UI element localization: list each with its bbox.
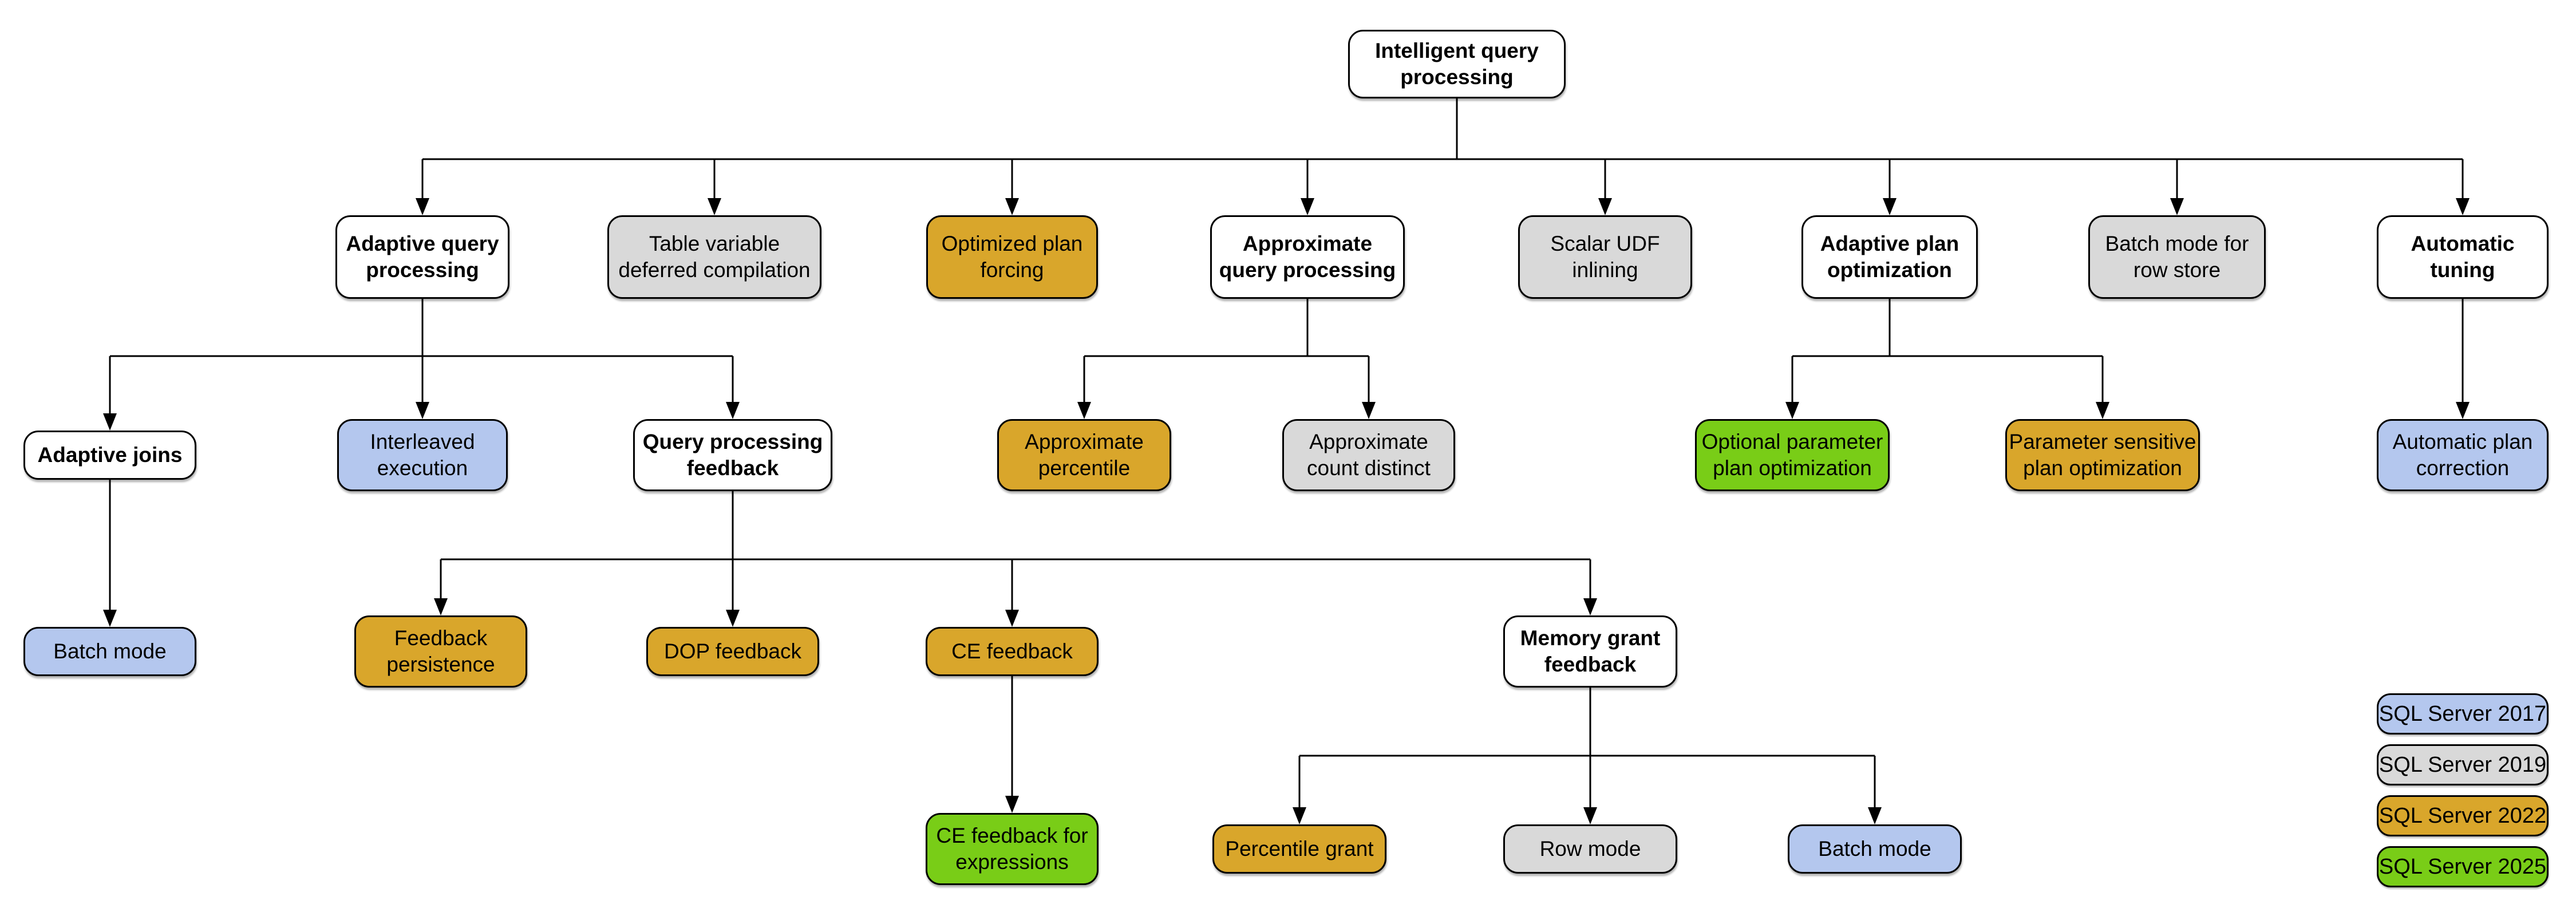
node-batch-mode-adaptive-joins: Batch mode — [23, 627, 196, 676]
connector — [1888, 159, 1891, 198]
connector — [1011, 559, 1013, 610]
connector — [1083, 356, 1085, 404]
node-adaptive-plan-optimization: Adaptive plan optimization — [1801, 215, 1978, 299]
node-scalar-udf-inlining: Scalar UDF inlining — [1518, 215, 1692, 299]
arrowhead — [103, 610, 117, 627]
node-ce-feedback-for-expressions: CE feedback for expressions — [926, 813, 1099, 885]
node-batch-mode-for-row-store: Batch mode for row store — [2088, 215, 2266, 299]
connector — [1589, 756, 1591, 810]
node-row-mode: Row mode — [1503, 824, 1677, 874]
node-interleaved-execution: Interleaved execution — [337, 419, 508, 491]
arrowhead — [416, 198, 429, 215]
connector — [440, 559, 442, 601]
connector — [1306, 299, 1309, 356]
connector — [732, 491, 734, 559]
arrowhead — [1005, 610, 1019, 627]
legend-sql-server-2017: SQL Server 2017 — [2377, 693, 2549, 735]
arrowhead — [726, 402, 740, 419]
arrowhead — [1077, 402, 1091, 419]
connector — [713, 159, 716, 198]
node-percentile-grant: Percentile grant — [1212, 824, 1386, 874]
connector — [422, 158, 2463, 160]
arrowhead — [726, 610, 740, 627]
node-approximate-query-processing: Approximate query processing — [1210, 215, 1405, 299]
node-adaptive-query-processing: Adaptive query processing — [335, 215, 509, 299]
connector — [421, 356, 424, 404]
node-optional-parameter-plan-optimization: Optional parameter plan optimization — [1695, 419, 1890, 491]
connector — [421, 299, 424, 356]
connector — [1306, 159, 1309, 198]
connector — [109, 356, 111, 416]
node-approximate-percentile: Approximate percentile — [997, 419, 1171, 491]
node-dop-feedback: DOP feedback — [646, 627, 819, 676]
arrowhead — [2170, 198, 2184, 215]
arrowhead — [1293, 807, 1306, 824]
node-intelligent-query-processing: Intelligent query processing — [1348, 30, 1566, 98]
node-approximate-count-distinct: Approximate count distinct — [1282, 419, 1455, 491]
node-automatic-plan-correction: Automatic plan correction — [2377, 419, 2549, 491]
connector — [421, 159, 424, 198]
arrowhead — [434, 598, 448, 615]
connector — [1456, 98, 1458, 159]
connector — [1791, 356, 1793, 404]
connector — [1604, 159, 1606, 198]
node-parameter-sensitive-plan-optimization: Parameter sensitive plan optimization — [2005, 419, 2200, 491]
node-automatic-tuning: Automatic tuning — [2377, 215, 2549, 299]
connector — [1299, 755, 1875, 757]
connector — [1298, 756, 1301, 810]
arrowhead — [103, 413, 117, 431]
arrowhead — [416, 402, 429, 419]
connector — [2462, 159, 2464, 198]
node-memory-grant-feedback: Memory grant feedback — [1503, 615, 1677, 688]
arrowhead — [1362, 402, 1376, 419]
connector — [110, 355, 733, 357]
arrowhead — [1583, 598, 1597, 615]
node-batch-mode-memory-grant: Batch mode — [1788, 824, 1962, 874]
legend-sql-server-2025: SQL Server 2025 — [2377, 846, 2549, 887]
arrowhead — [708, 198, 721, 215]
connector — [441, 558, 1590, 560]
legend-sql-server-2019: SQL Server 2019 — [2377, 744, 2549, 785]
connector — [1888, 299, 1891, 356]
connector — [1368, 356, 1370, 404]
connector — [2101, 356, 2104, 404]
connector — [2462, 299, 2464, 404]
node-ce-feedback: CE feedback — [926, 627, 1099, 676]
node-table-variable-deferred-compilation: Table variable deferred compilation — [607, 215, 821, 299]
node-query-processing-feedback: Query processing feedback — [633, 419, 832, 491]
connector — [1084, 355, 1369, 357]
connector — [1011, 159, 1013, 198]
arrowhead — [1883, 198, 1897, 215]
arrowhead — [1005, 198, 1019, 215]
connector — [732, 356, 734, 404]
arrowhead — [2096, 402, 2109, 419]
node-feedback-persistence: Feedback persistence — [354, 615, 527, 688]
node-adaptive-joins: Adaptive joins — [23, 431, 196, 480]
connector — [2176, 159, 2178, 198]
arrowhead — [1598, 198, 1612, 215]
connector — [1589, 688, 1591, 756]
legend-sql-server-2022: SQL Server 2022 — [2377, 795, 2549, 836]
node-optimized-plan-forcing: Optimized plan forcing — [926, 215, 1098, 299]
connector — [1589, 559, 1591, 601]
arrowhead — [2456, 198, 2470, 215]
connector — [1011, 676, 1013, 798]
arrowhead — [1583, 807, 1597, 824]
arrowhead — [1868, 807, 1882, 824]
connector — [1874, 756, 1876, 810]
connector — [1792, 355, 2103, 357]
arrowhead — [1301, 198, 1314, 215]
connector — [732, 559, 734, 610]
arrowhead — [1785, 402, 1799, 419]
arrowhead — [2456, 402, 2470, 419]
connector — [109, 480, 111, 612]
arrowhead — [1005, 796, 1019, 813]
